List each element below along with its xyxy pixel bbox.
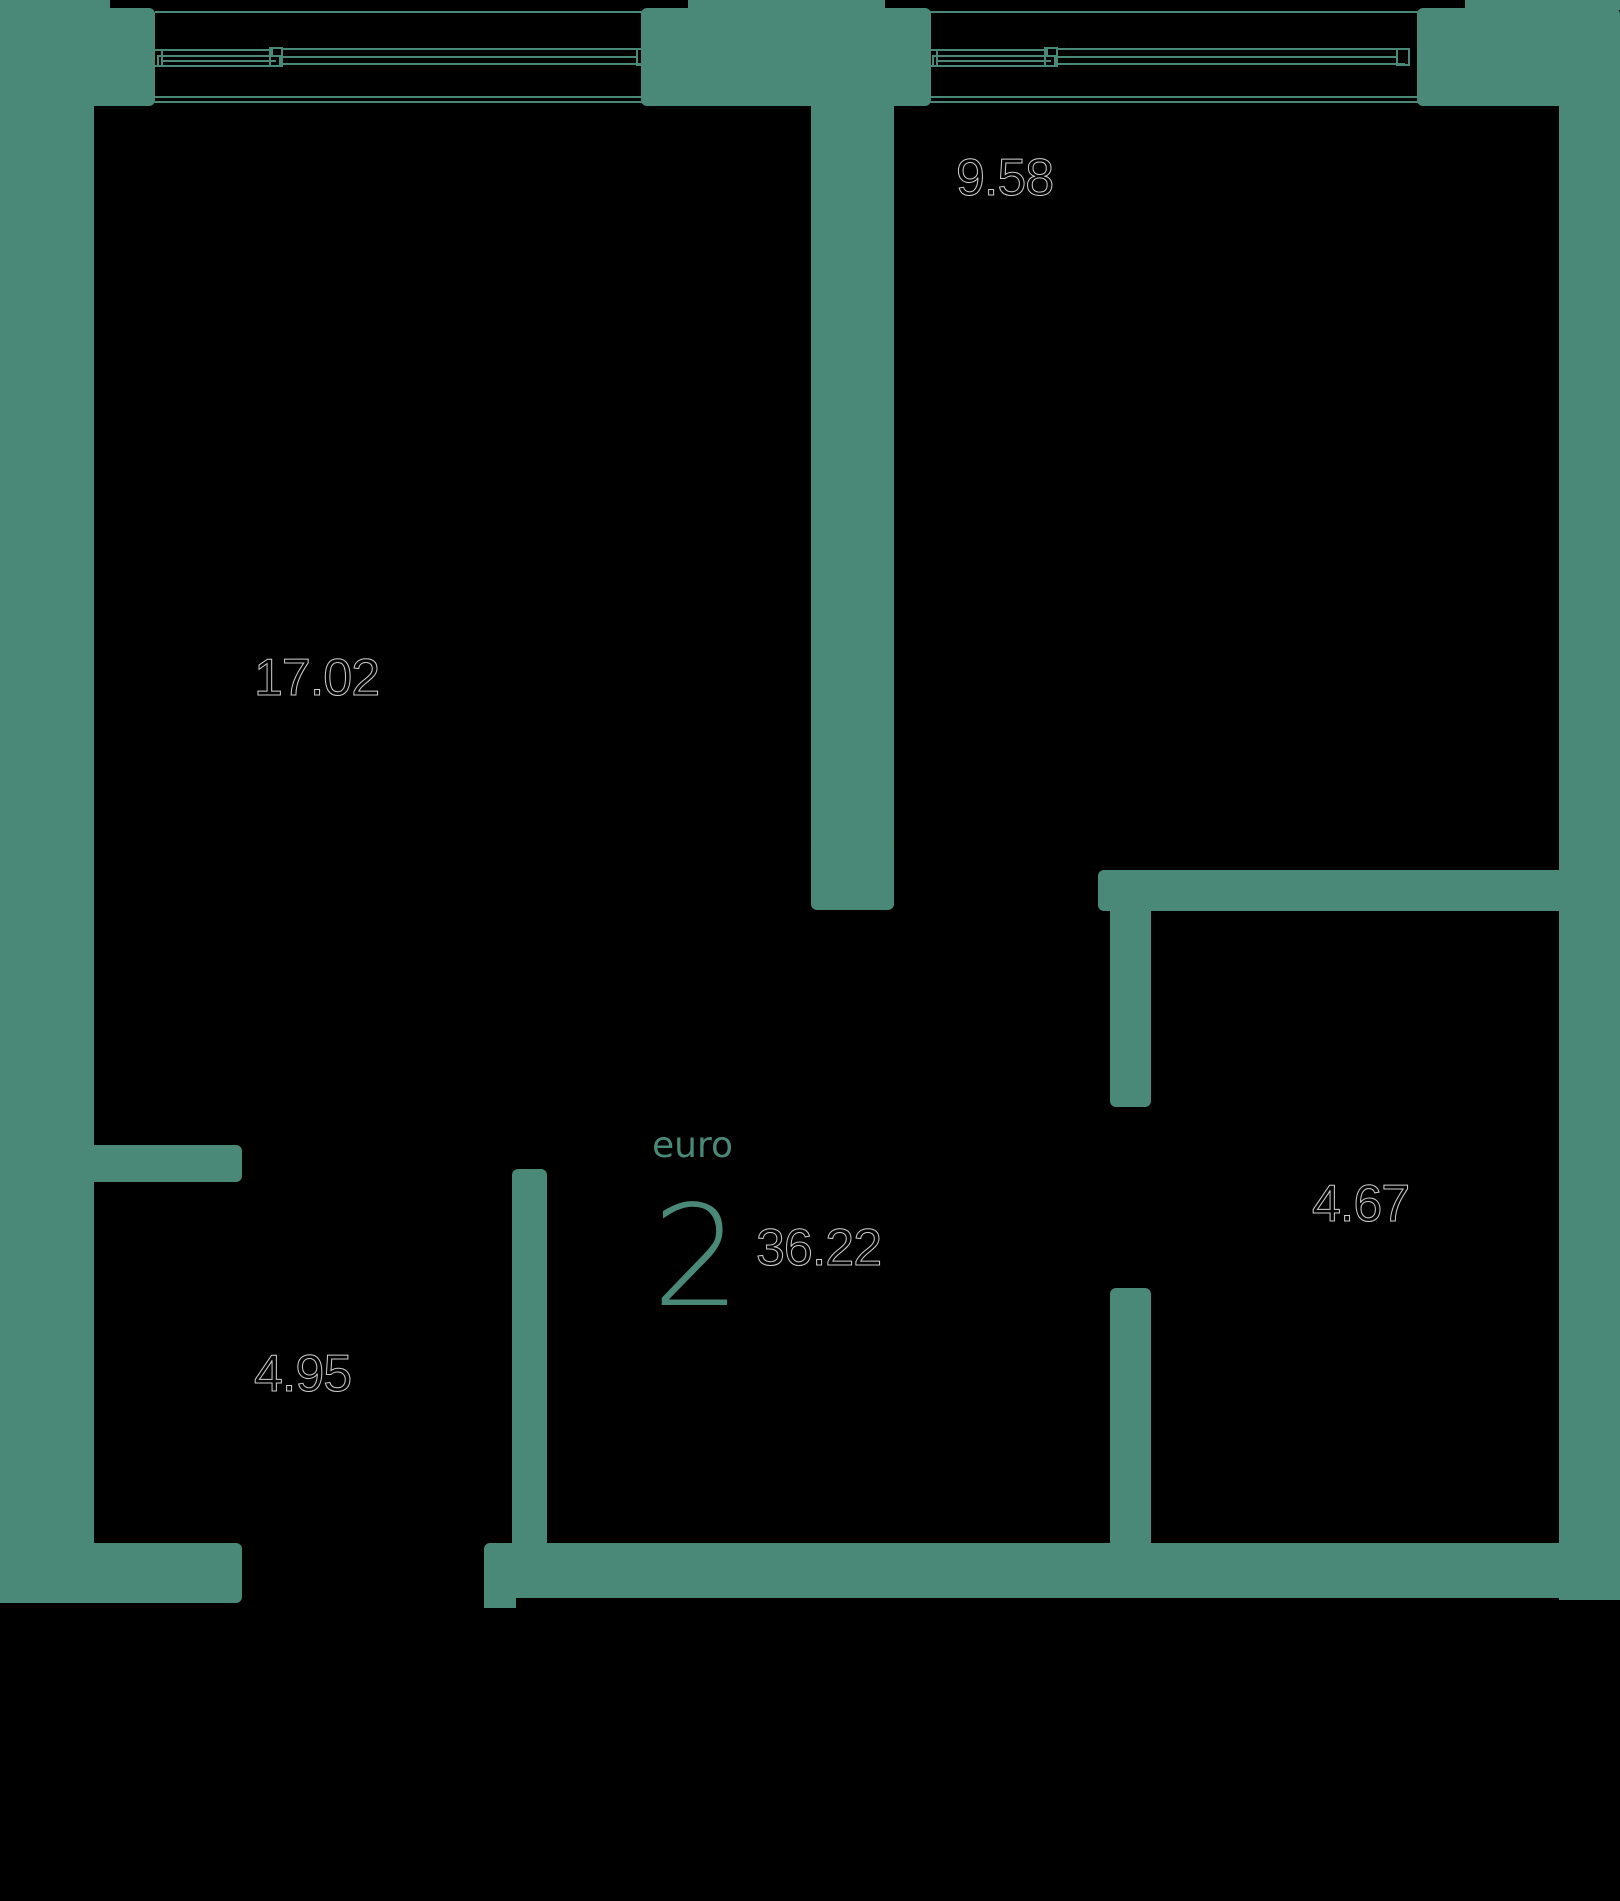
- wall-top-right-cap: [1465, 0, 1620, 10]
- wall-bottom-main: [484, 1543, 1620, 1598]
- wall-top-left-cap: [0, 0, 110, 10]
- wall-bottom-left: [0, 1543, 242, 1603]
- wall-left-outer: [0, 0, 94, 1603]
- window-bedroom: [915, 11, 1425, 103]
- window-living-room: [140, 11, 660, 103]
- wall-bathroom-left-lower: [1110, 1288, 1151, 1548]
- wall-partition-living-bedroom: [811, 100, 894, 870]
- wall-storage-right: [512, 1169, 547, 1549]
- wall-bathroom-top: [1098, 870, 1568, 911]
- room-area-living-room: 17.02: [253, 649, 380, 707]
- room-area-hallway-storage: 4.95: [253, 1345, 352, 1403]
- wall-top-center-cap: [688, 0, 885, 10]
- wall-top-left-pier: [0, 8, 155, 106]
- wall-bottom-entry-jamb: [484, 1590, 516, 1608]
- wall-right-outer: [1559, 100, 1620, 1600]
- room-area-bedroom: 9.58: [955, 149, 1054, 207]
- wall-top-center-pier: [641, 8, 931, 106]
- room-area-bathroom: 4.67: [1311, 1175, 1410, 1233]
- apartment-total-area: 36.22: [755, 1219, 882, 1277]
- wall-partition-end: [811, 840, 894, 910]
- wall-storage-top-stub: [60, 1145, 242, 1182]
- apartment-rooms-count: 2: [652, 1176, 742, 1339]
- wall-top-right-pier: [1417, 8, 1620, 106]
- wall-bathroom-left-upper: [1110, 905, 1151, 1107]
- apartment-type-label: euro: [652, 1125, 733, 1166]
